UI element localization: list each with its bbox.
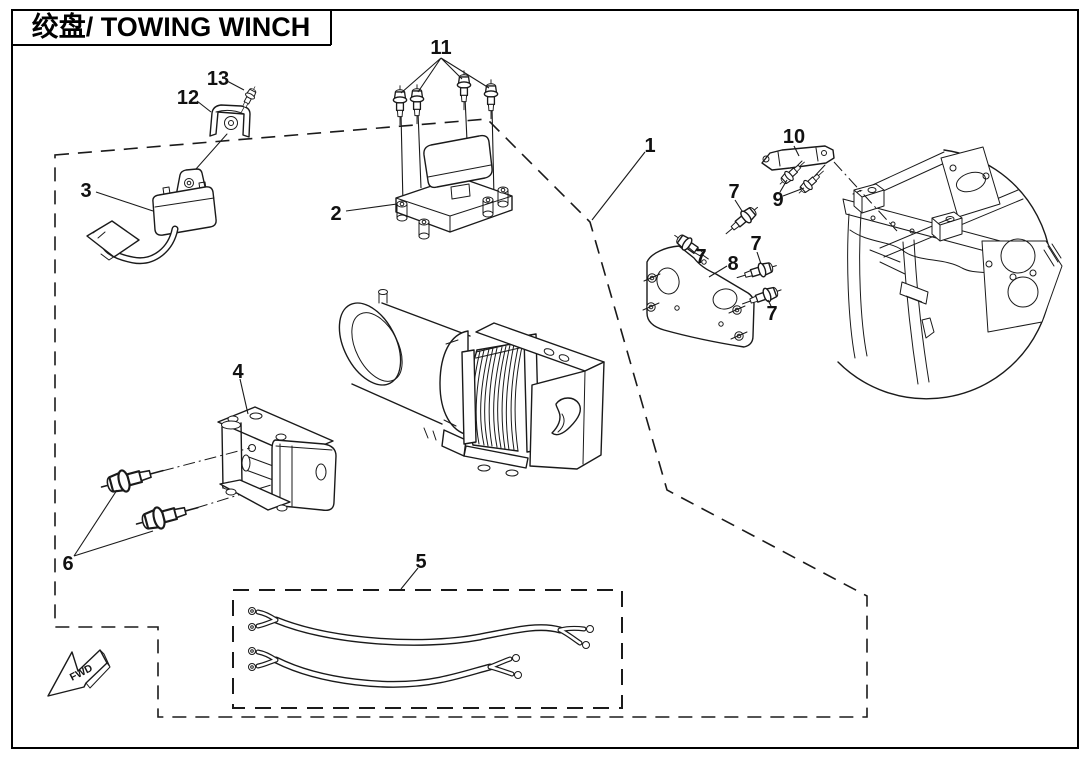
callout-10: 10 (783, 126, 805, 148)
frame-detail-circle (837, 149, 1053, 400)
frame-upper-bracket (940, 146, 1001, 218)
leader-12 (196, 100, 212, 113)
bracket-roller-left (221, 422, 243, 489)
winch-switch (86, 133, 228, 265)
contactor-cover (423, 134, 493, 189)
winch-switch-bracket (761, 145, 835, 180)
leader-4 (239, 378, 249, 415)
leader-8 (708, 265, 728, 278)
callout-2: 2 (330, 203, 341, 225)
bracket-bottom-plate (219, 479, 291, 511)
callout-4: 4 (232, 361, 244, 383)
bolt-6-b (132, 496, 202, 536)
frame-cross-member (842, 198, 1005, 257)
winch-motor (338, 289, 471, 441)
frame-tubes (847, 212, 930, 385)
screw-11-b (409, 84, 425, 125)
leader-10 (793, 145, 800, 157)
callout-12: 12 (177, 87, 199, 109)
leader-3 (95, 191, 154, 212)
screw-7-c (734, 258, 780, 285)
winch-power-cables (248, 607, 594, 688)
winch-contactor (395, 96, 513, 240)
leader-2 (345, 203, 398, 212)
winch-tie-plate (439, 330, 469, 436)
frame-mount-block-right (931, 211, 963, 242)
page-title: 绞盘/ TOWING WINCH (32, 11, 310, 42)
callout-7c: 7 (750, 233, 761, 255)
frame-clamp (899, 281, 929, 305)
winch-frame (461, 322, 605, 477)
callout-7b: 7 (695, 246, 706, 268)
leader-7 (687, 199, 772, 307)
leader-9 (779, 179, 805, 197)
leader-11 (400, 57, 490, 94)
frame-side-plate (981, 240, 1063, 333)
winch-mount-bracket (161, 406, 337, 512)
callout-3: 3 (80, 180, 91, 202)
callout-9: 9 (772, 189, 783, 211)
screw-11-a (392, 85, 408, 126)
bolt-6-a (97, 459, 167, 499)
fwd-direction-icon: FWD (47, 649, 111, 697)
leader-1 (591, 151, 646, 221)
callout-5: 5 (415, 551, 426, 573)
callout-1: 1 (644, 135, 655, 157)
callout-6: 6 (62, 553, 73, 575)
phantom-lines-bolts6 (161, 447, 321, 509)
callout-7d: 7 (766, 303, 777, 325)
screw-11-d (483, 79, 499, 120)
kit-boundary-dashed (54, 118, 868, 718)
plate-nuts (642, 273, 748, 341)
contactor-feet (396, 186, 509, 240)
bracket-box (271, 439, 337, 512)
chassis-frame (837, 146, 1063, 400)
winch-mount-plate (642, 245, 755, 348)
cable-box-dashed (232, 589, 623, 709)
switch-cover (209, 104, 251, 138)
switch-body (152, 186, 217, 236)
frame-mount-block-left (853, 183, 885, 214)
phantom-line-bracket10 (833, 161, 898, 232)
winch-foot-left (441, 429, 467, 457)
leader-5 (400, 567, 419, 590)
winch-assembly (338, 289, 605, 477)
leader-6 (73, 489, 154, 557)
title-box (12, 10, 332, 46)
callout-7a: 7 (728, 181, 739, 203)
leader-13 (226, 80, 245, 91)
callout-8: 8 (727, 253, 738, 275)
callout-labels: 1 2 3 4 5 6 7 7 7 7 8 9 10 11 12 13 (62, 37, 805, 575)
switch-connector (86, 220, 140, 258)
callout-13: 13 (207, 68, 229, 90)
callout-11: 11 (430, 37, 451, 59)
screw-9-b (794, 166, 828, 198)
winch-clutch-lever (551, 397, 582, 436)
page-border (11, 9, 1079, 749)
callout-leader-lines (73, 57, 805, 590)
contactor-base (395, 176, 513, 233)
